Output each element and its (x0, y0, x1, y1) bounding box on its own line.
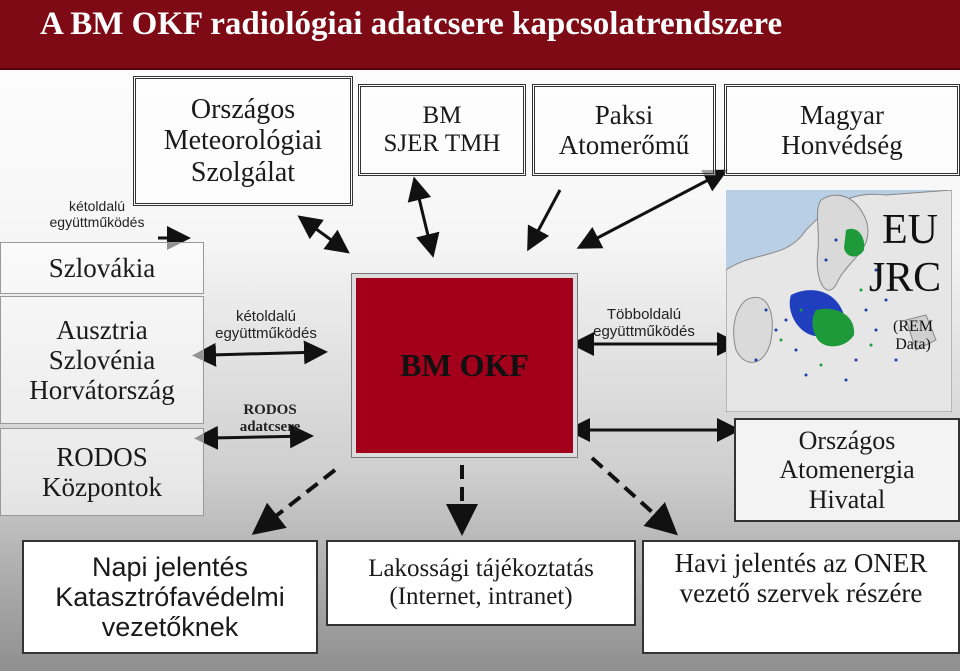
page-title: A BM OKF radiológiai adatcsere kapcsolat… (40, 6, 783, 42)
bm-okf-label: BM OKF (400, 347, 529, 383)
arrow-daily-report (251, 468, 337, 535)
paks-box: Paksi Atomerőmű (532, 84, 716, 176)
oah-line-3: Hivatal (808, 484, 886, 514)
bilateral-label-left-top: kétoldalú együttműködés (49, 198, 145, 231)
rodos-exchange-label: RODOS adatcsere (239, 402, 301, 436)
arrow-left-bilateral (192, 340, 328, 367)
rodos-label: RODOS (56, 441, 148, 472)
arrow-omsz-center (297, 215, 350, 254)
multilateral-label: Többoldalú együttműködés (593, 306, 695, 341)
daily-report-box: Napi jelentés Katasztrófavédelmi vezetők… (22, 540, 318, 654)
public-line-2: (Internet, intranet) (389, 583, 573, 610)
country-croatia: Horvátország (29, 375, 175, 406)
omsz-box: Országos Meteorológiai Szolgálat (133, 76, 353, 206)
omsz-line-1: Országos (190, 93, 296, 125)
europe-map-icon (726, 190, 952, 412)
bilateral-label-middle: kétoldalú együttműködés (215, 308, 317, 343)
honvedseg-line-1: Magyar (800, 99, 884, 130)
arrow-monthly-report (590, 456, 678, 536)
monthly-line-2: vezető szervek részére (679, 578, 923, 609)
slovakia-box: Szlovákia (0, 242, 204, 294)
omsz-line-3: Szolgálat (190, 156, 296, 188)
paks-line-2: Atomerőmű (558, 130, 690, 160)
paks-line-1: Paksi (594, 99, 654, 130)
europe-map-image (726, 190, 952, 412)
arrow-honvedseg-center (576, 169, 728, 249)
bm-sjer-box: BM SJER TMH (358, 84, 526, 176)
public-info-box: Lakossági tájékoztatás (Internet, intran… (326, 540, 636, 626)
honvedseg-line-2: Honvédség (781, 130, 903, 160)
daily-line-2: Katasztrófavédelmi (55, 581, 285, 612)
rodos-centers-box: RODOS Központok (0, 428, 204, 516)
centers-label: Központok (42, 472, 162, 502)
daily-line-3: vezetőknek (101, 612, 239, 643)
daily-line-1: Napi jelentés (91, 551, 249, 582)
monthly-line-1: Havi jelentés az ONER (674, 548, 928, 578)
slovakia-label: Szlovákia (48, 252, 156, 283)
eu-label: EU (882, 207, 938, 253)
bm-label: BM (422, 102, 462, 129)
omsz-line-2: Meteorológiai (163, 125, 323, 157)
monthly-report-box: Havi jelentés az ONER vezető szervek rés… (642, 540, 960, 654)
arrow-bmsjer-center (407, 176, 440, 258)
oah-line-1: Országos (798, 426, 896, 456)
arrow-paks-center (527, 189, 562, 252)
arrow-rodos-exchange (194, 424, 314, 450)
honvedseg-box: Magyar Honvédség (724, 84, 960, 176)
oah-box: Országos Atomenergia Hivatal (734, 418, 960, 522)
public-line-1: Lakossági tájékoztatás (368, 555, 594, 582)
jrc-label: JRC (868, 255, 942, 301)
oah-line-2: Atomenergia (779, 455, 915, 485)
title-bar: A BM OKF radiológiai adatcsere kapcsolat… (0, 0, 960, 70)
bm-okf-center-box: BM OKF (351, 273, 578, 458)
country-slovenia: Szlovénia (48, 344, 156, 375)
country-austria: Ausztria (56, 314, 148, 345)
rem-data-label: (REM Data) (893, 318, 933, 354)
sjer-label: SJER TMH (383, 130, 501, 157)
neighbor-countries-box: Ausztria Szlovénia Horvátország (0, 296, 204, 424)
